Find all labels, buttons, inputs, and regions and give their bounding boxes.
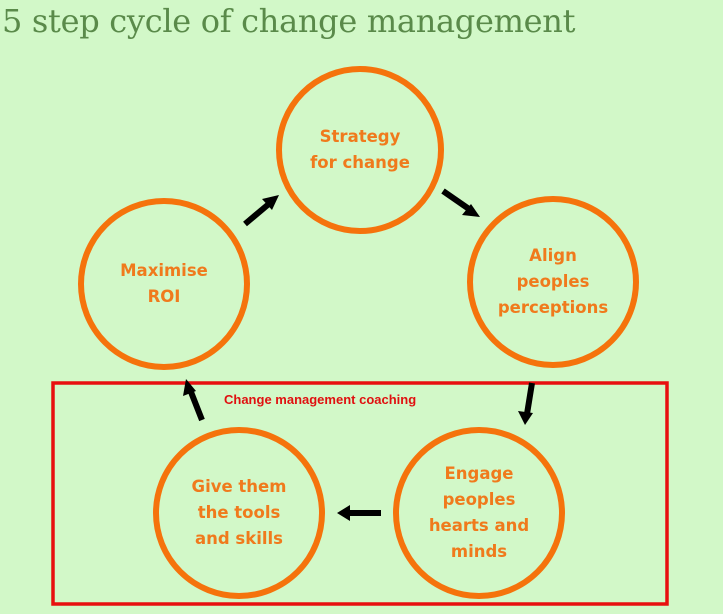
arrow-up-right-icon xyxy=(243,195,279,227)
arrow-down-right-icon xyxy=(441,188,480,217)
step-circle-roi xyxy=(78,198,250,370)
diagram-title: 5 step cycle of change management xyxy=(2,2,576,40)
step-circle-strategy xyxy=(276,66,444,234)
step-circle-align xyxy=(467,196,639,368)
step-label-strategy: Strategy for change xyxy=(310,127,410,172)
coaching-highlight-box xyxy=(51,381,669,606)
arrow-left-icon xyxy=(337,505,381,521)
step-circle-engage xyxy=(393,427,565,599)
arrow-up-icon xyxy=(183,379,205,422)
step-circle-tools xyxy=(153,427,325,599)
step-label-engage: Engage peoples hearts and minds xyxy=(428,464,530,561)
step-label-align: Align peoples perceptions xyxy=(497,246,609,317)
coaching-label: Change management coaching xyxy=(224,392,417,407)
step-label-roi: Maximise ROI xyxy=(120,261,208,306)
step-label-tools: Give them the tools and skills xyxy=(191,477,287,548)
arrow-down-icon xyxy=(518,382,535,425)
